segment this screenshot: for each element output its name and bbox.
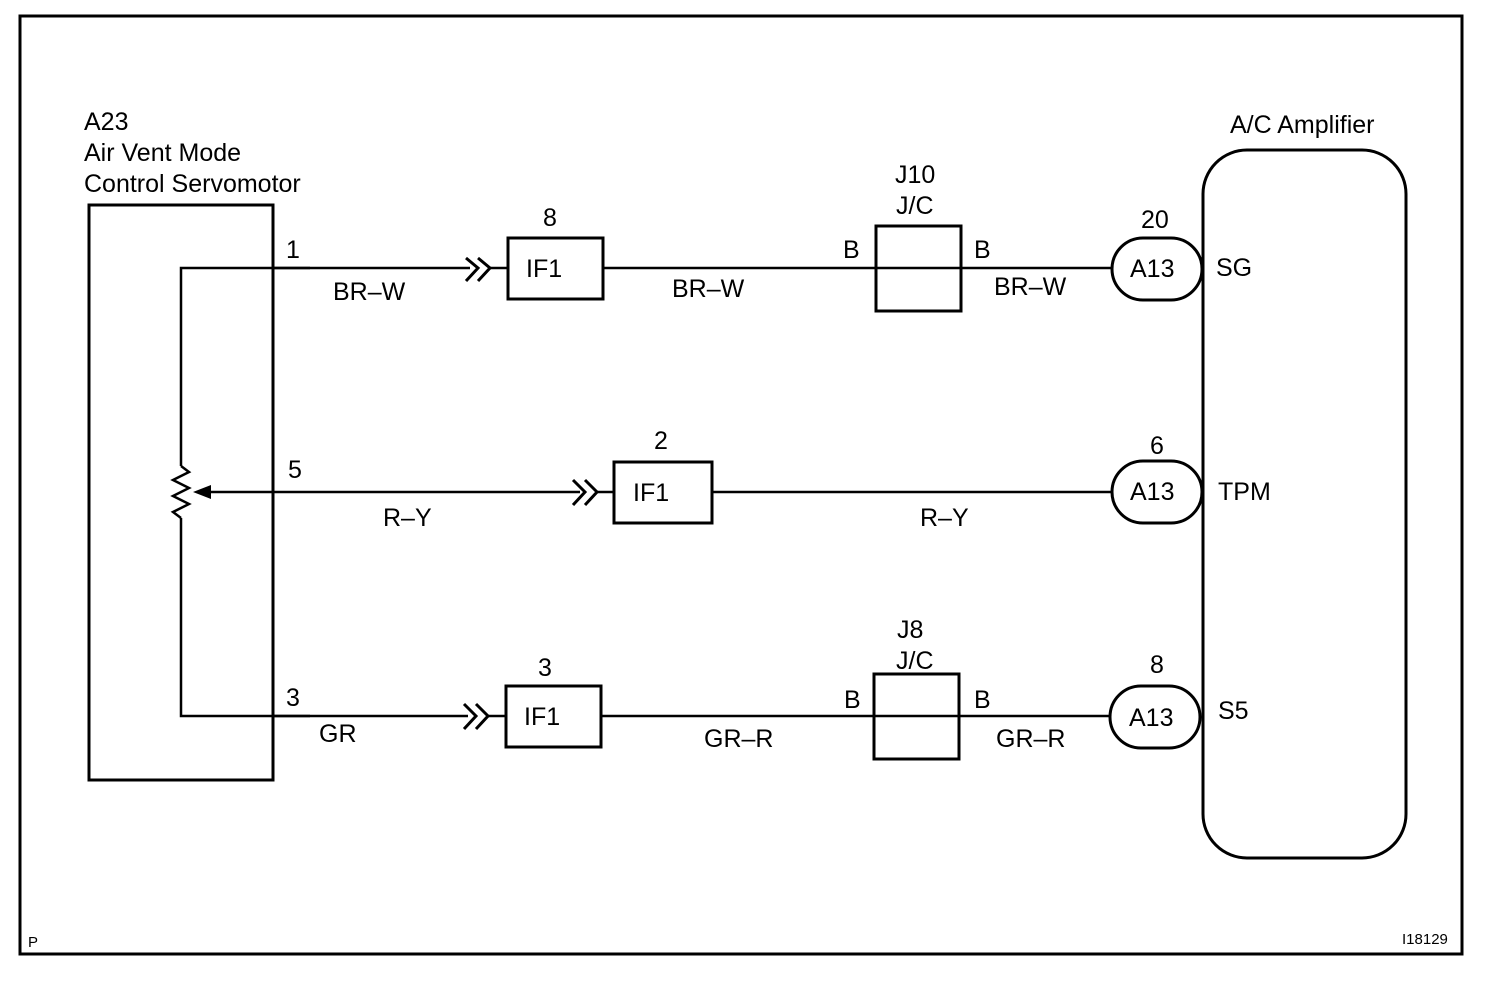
- if-connector-box: [504, 684, 603, 749]
- if-pin-number: 2: [654, 427, 668, 455]
- if-connector-box: [506, 236, 605, 301]
- corner-mark: P: [28, 934, 38, 951]
- junction-input-label: B: [843, 236, 860, 264]
- amp-connector-label: A13: [1129, 704, 1173, 732]
- servomotor-name-line2: Control Servomotor: [84, 170, 301, 198]
- servomotor-name-line1: Air Vent Mode: [84, 139, 241, 167]
- junction-output-label: B: [974, 686, 991, 714]
- amp-connector-pill: [1110, 236, 1204, 302]
- amp-connector-label: A13: [1130, 255, 1174, 283]
- if-connector-box: [612, 460, 714, 525]
- connector-chevron-icon: [464, 256, 481, 283]
- diagram-frame: [18, 14, 1464, 956]
- connector-chevron-icon: [462, 702, 479, 731]
- figure-id: I18129: [1402, 931, 1448, 948]
- junction-input-label: B: [844, 686, 861, 714]
- junction-output-label: B: [974, 236, 991, 264]
- amp-connector-pill: [1108, 684, 1202, 750]
- junction-type: J/C: [896, 647, 934, 675]
- connector-chevron-icon: [476, 256, 493, 283]
- amplifier-name: A/C Amplifier: [1230, 111, 1374, 139]
- amplifier-body: [1201, 148, 1408, 860]
- circuit-tpm: 5 R–Y 2 IF1 R–Y 6 A13 TPM: [288, 427, 1271, 532]
- amp-signal-label: SG: [1216, 254, 1252, 282]
- if-pin-number: 3: [538, 654, 552, 682]
- wire-color-label: GR–R: [704, 725, 773, 753]
- servomotor-code: A23: [84, 108, 128, 136]
- wiper-arrow-icon: [193, 485, 211, 499]
- connector-chevron-icon: [583, 478, 600, 507]
- amp-connector-pill: [1110, 459, 1204, 525]
- amp-pin-number: 8: [1150, 651, 1164, 679]
- wire-color-label: GR–R: [996, 725, 1065, 753]
- if-connector-label: IF1: [633, 479, 669, 507]
- if-connector-label: IF1: [526, 255, 562, 283]
- wire-color-label: R–Y: [920, 504, 969, 532]
- if-pin-number: 8: [543, 204, 557, 232]
- wire-color-label: BR–W: [333, 278, 406, 306]
- potentiometer-resistor-icon: [170, 465, 192, 519]
- amplifier-block: A/C Amplifier: [1201, 111, 1408, 860]
- wire-color-label: R–Y: [383, 504, 432, 532]
- amp-pin-number: 6: [1150, 432, 1164, 460]
- potentiometer-track: [179, 266, 310, 466]
- servomotor-block: A23 Air Vent Mode Control Servomotor: [84, 108, 580, 782]
- junction-code: J10: [895, 161, 935, 189]
- servo-pin-number: 5: [288, 456, 302, 484]
- connector-chevron-icon: [474, 702, 491, 731]
- servo-pin-number: 3: [286, 684, 300, 712]
- amp-pin-number: 20: [1141, 206, 1169, 234]
- wire-color-label: BR–W: [672, 275, 745, 303]
- wire-color-label: GR: [319, 720, 357, 748]
- junction-type: J/C: [896, 192, 934, 220]
- amp-signal-label: TPM: [1218, 478, 1271, 506]
- circuit-s5: 3 GR 3 IF1 GR–R J8 J/C B B GR–R 8 A13 S5: [273, 616, 1249, 761]
- connector-chevron-icon: [571, 478, 588, 507]
- servo-pin-number: 1: [286, 236, 300, 264]
- amp-connector-label: A13: [1130, 478, 1174, 506]
- if-connector-label: IF1: [524, 703, 560, 731]
- junction-code: J8: [897, 616, 923, 644]
- wire-color-label: BR–W: [994, 273, 1067, 301]
- potentiometer-track-lower: [179, 518, 310, 718]
- amp-signal-label: S5: [1218, 697, 1249, 725]
- circuit-sg: 1 BR–W 8 IF1 BR–W J10 J/C B B BR–W 20 A1…: [273, 161, 1252, 313]
